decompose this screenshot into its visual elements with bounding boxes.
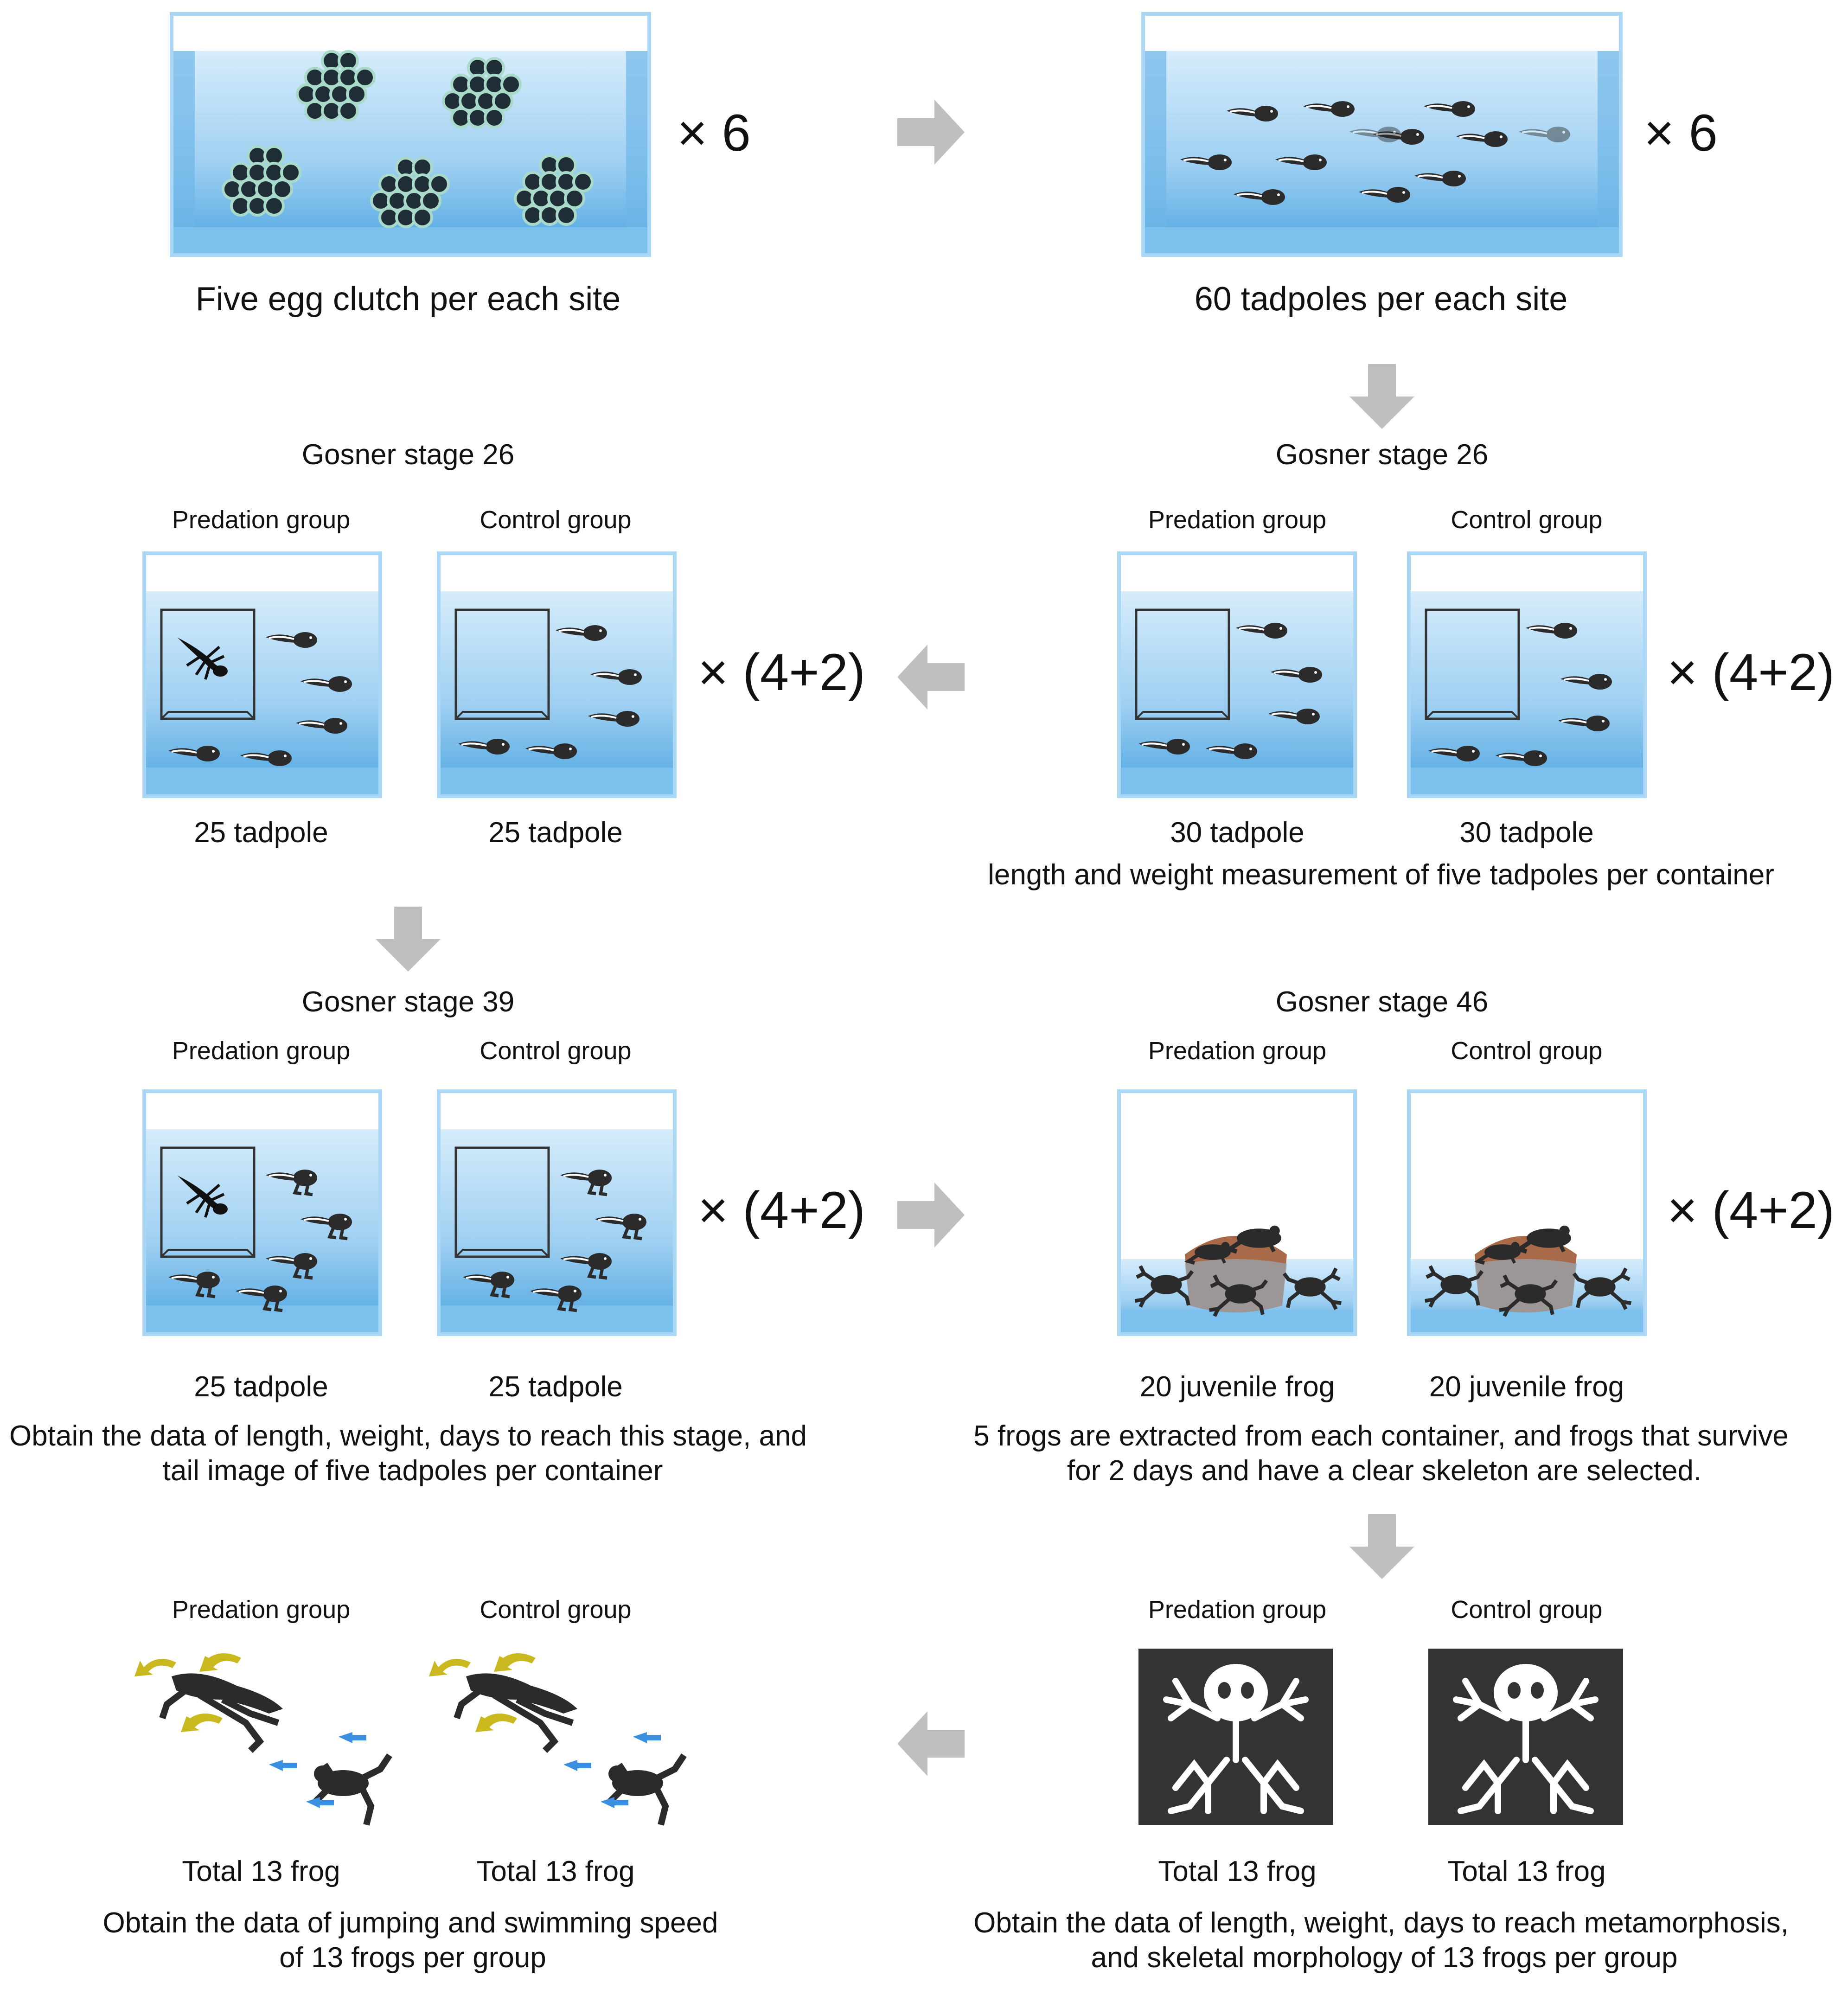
step5-stage: Gosner stage 39	[301, 986, 515, 1018]
step8-note-line1: Obtain the data of jumping and swimming …	[102, 1907, 718, 1939]
step7-predation-xray	[1138, 1649, 1333, 1825]
arrow-right-1	[897, 100, 965, 165]
step5-note-line1: Obtain the data of length, weight, days …	[9, 1420, 807, 1452]
step6-predation-count: 20 juvenile frog	[1139, 1371, 1335, 1403]
step5-predation-tank	[142, 1089, 382, 1336]
step5-control-label: Control group	[480, 1037, 632, 1065]
step6-note-line2: for 2 days and have a clear skeleton are…	[1067, 1455, 1702, 1487]
step2-caption: 60 tadpoles per each site	[1194, 281, 1568, 318]
step5-multiplier: × (4+2)	[698, 1181, 866, 1239]
step3-predation-tank	[1117, 551, 1357, 798]
step4-control-count: 25 tadpole	[488, 817, 623, 849]
step4-multiplier: × (4+2)	[698, 643, 866, 701]
step3-multiplier: × (4+2)	[1667, 643, 1835, 701]
tadpole-tank	[1141, 12, 1623, 257]
step4-predation-tank	[142, 551, 382, 798]
step7-predation-label: Predation group	[1148, 1596, 1327, 1624]
step8-predation-label: Predation group	[172, 1596, 351, 1624]
step8-control-count: Total 13 frog	[476, 1855, 635, 1887]
step3-note: length and weight measurement of five ta…	[988, 859, 1774, 891]
step7-predation-count: Total 13 frog	[1158, 1855, 1317, 1887]
step6-multiplier: × (4+2)	[1667, 1181, 1835, 1239]
arrow-down-1	[1349, 364, 1414, 429]
step2-multiplier: × 6	[1644, 104, 1718, 162]
step5-predation-label: Predation group	[172, 1037, 351, 1065]
step7-control-count: Total 13 frog	[1447, 1855, 1606, 1887]
step3-control-tank	[1407, 551, 1647, 798]
arrow-right-2	[897, 1183, 965, 1247]
step7-control-label: Control group	[1451, 1596, 1603, 1624]
step4-control-label: Control group	[480, 506, 632, 534]
step4-predation-label: Predation group	[172, 506, 351, 534]
step5-predation-count: 25 tadpole	[194, 1371, 328, 1403]
step8-predation-count: Total 13 frog	[182, 1855, 340, 1887]
step8-predation-motion	[134, 1653, 392, 1826]
step5-note-line2: tail image of five tadpoles per containe…	[162, 1455, 663, 1487]
step6-control-count: 20 juvenile frog	[1429, 1371, 1624, 1403]
step6-predation-tank	[1117, 1089, 1357, 1336]
step4-predation-count: 25 tadpole	[194, 817, 328, 849]
step3-predation-count: 30 tadpole	[1170, 817, 1304, 849]
arrow-down-2	[376, 907, 441, 972]
arrow-left-1	[897, 645, 965, 710]
step1-caption: Five egg clutch per each site	[195, 281, 621, 318]
step5-control-tank	[437, 1089, 677, 1336]
step6-note-line1: 5 frogs are extracted from each containe…	[973, 1420, 1789, 1452]
step5-control-count: 25 tadpole	[488, 1371, 623, 1403]
step7-control-xray	[1428, 1649, 1623, 1825]
arrow-left-2	[897, 1711, 965, 1776]
step3-control-count: 30 tadpole	[1459, 817, 1594, 849]
step4-stage: Gosner stage 26	[301, 439, 515, 471]
step6-control-label: Control group	[1451, 1037, 1603, 1065]
egg-tank	[170, 12, 651, 257]
arrow-down-3	[1349, 1514, 1414, 1579]
step6-stage: Gosner stage 46	[1275, 986, 1489, 1018]
step3-stage: Gosner stage 26	[1275, 439, 1489, 471]
step6-control-tank	[1407, 1089, 1647, 1336]
step8-note-line2: of 13 frogs per group	[279, 1942, 546, 1974]
step7-note-line1: Obtain the data of length, weight, days …	[973, 1907, 1789, 1939]
step8-control-label: Control group	[480, 1596, 632, 1624]
step8-control-motion	[429, 1653, 687, 1826]
step3-control-label: Control group	[1451, 506, 1603, 534]
step7-note-line2: and skeletal morphology of 13 frogs per …	[1091, 1942, 1678, 1974]
step3-predation-label: Predation group	[1148, 506, 1327, 534]
step4-control-tank	[437, 551, 677, 798]
step1-multiplier: × 6	[677, 104, 751, 162]
step6-predation-label: Predation group	[1148, 1037, 1327, 1065]
